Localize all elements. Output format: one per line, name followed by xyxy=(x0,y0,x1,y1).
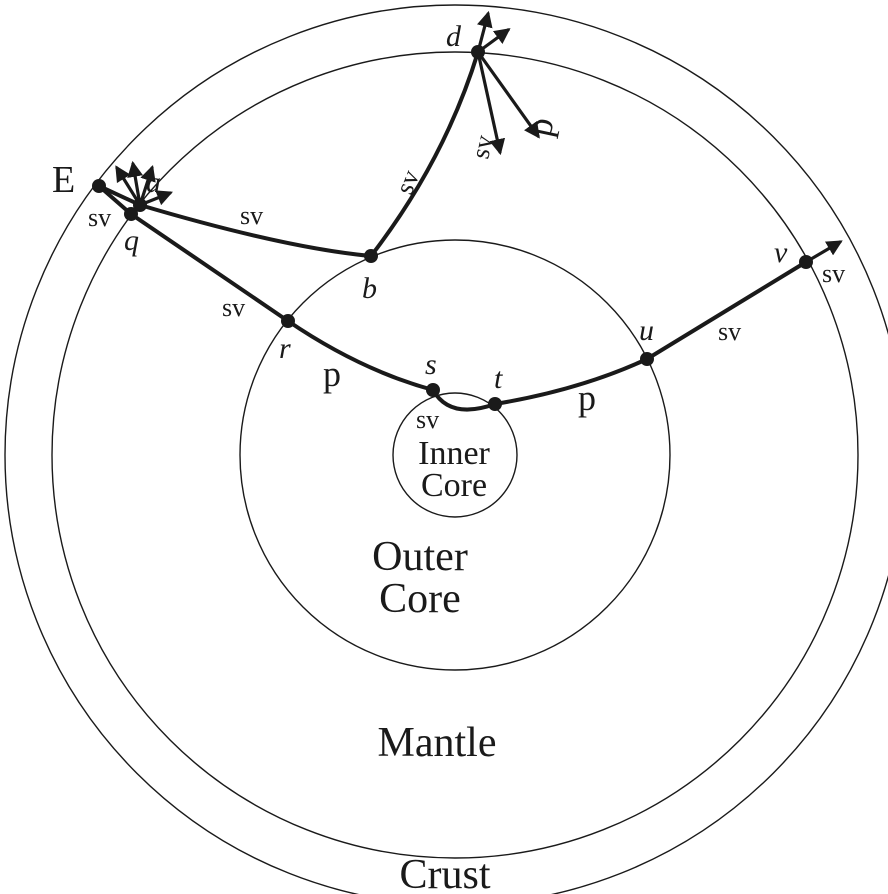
crust-label: Crust xyxy=(399,852,490,894)
point-s-dot xyxy=(426,383,440,397)
earth-surface-circle xyxy=(4,4,888,894)
outer-inner-core-boundary xyxy=(392,392,518,518)
point-q-dot xyxy=(124,207,138,221)
wave-label-sv-v: sv xyxy=(822,259,845,288)
wave-label-p-t-u: p xyxy=(578,378,596,418)
wave-label-sv-b-d: sv xyxy=(390,166,426,198)
point-r-label: r xyxy=(279,332,291,365)
point-v-label: v xyxy=(774,236,788,269)
wave-label-sv-q-r: sv xyxy=(222,293,245,322)
point-v-dot xyxy=(799,255,813,269)
ray-t-to-u xyxy=(493,357,649,406)
point-r-dot xyxy=(281,314,295,328)
inner-core-label-line1: Inner xyxy=(418,435,490,472)
wave-label-sv-source: sv xyxy=(88,203,111,232)
mantle-label: Mantle xyxy=(378,720,497,766)
ray-s-to-t xyxy=(431,388,497,412)
inner-core-label-line2: Core xyxy=(421,467,487,504)
outer-core-label-line1: Outer xyxy=(372,534,468,580)
point-b-dot xyxy=(364,249,378,263)
source-dot xyxy=(92,179,106,193)
ray-a-to-b xyxy=(97,184,373,258)
ray-b-to-d xyxy=(369,50,480,258)
arrow-d-sv xyxy=(476,50,506,156)
wave-label-sv-d: sv xyxy=(466,133,499,162)
ray-u-to-v xyxy=(645,260,808,361)
point-t-dot xyxy=(488,397,502,411)
wave-label-p-d: p xyxy=(519,114,562,140)
point-d-dot xyxy=(471,45,485,59)
wave-label-sv-u-v: sv xyxy=(718,317,741,346)
arrow-d-p xyxy=(476,50,540,139)
source-label: E xyxy=(52,159,75,201)
point-a-label: a xyxy=(146,166,161,199)
point-t-label: t xyxy=(494,362,503,395)
point-s-label: s xyxy=(425,348,437,381)
wave-label-p-r-s: p xyxy=(323,354,341,394)
point-d-label: d xyxy=(446,20,462,53)
arrow-a-1 xyxy=(115,165,142,207)
wave-label-sv-a-b: sv xyxy=(240,201,263,230)
outer-core-label-line2: Core xyxy=(379,576,461,622)
mantle-outer-core-boundary xyxy=(239,239,671,671)
point-b-label: b xyxy=(362,272,377,305)
point-u-dot xyxy=(640,352,654,366)
point-u-label: u xyxy=(639,314,654,347)
wave-label-sv-s-t: sv xyxy=(416,405,439,434)
ray-r-to-s xyxy=(286,319,435,392)
crust-mantle-boundary xyxy=(51,51,859,859)
point-a-dot xyxy=(133,198,147,212)
point-q-label: q xyxy=(124,224,139,257)
